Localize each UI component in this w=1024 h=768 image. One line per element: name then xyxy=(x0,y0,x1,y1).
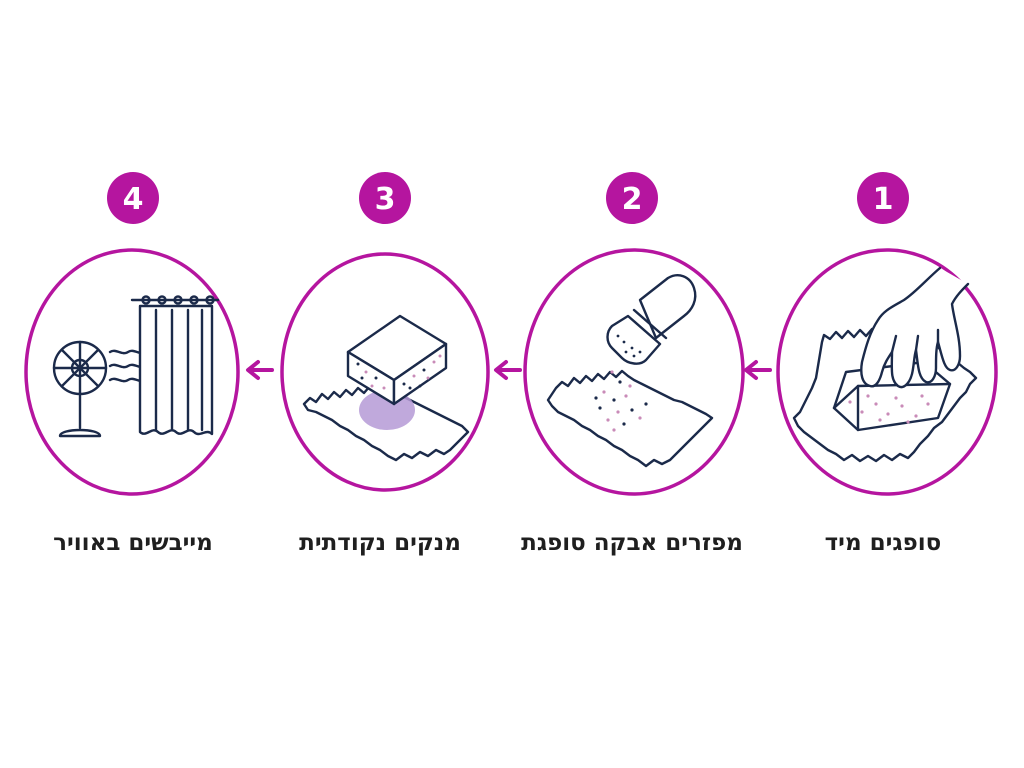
step-3-number: 3 xyxy=(375,182,396,217)
powder-shaker-icon xyxy=(546,274,714,468)
arrow-step-1-to-2 xyxy=(744,360,772,380)
hand-pressing-sponge-icon xyxy=(792,266,978,463)
step-3-number-badge xyxy=(359,172,411,224)
step-3-label: מנקים נקודתית xyxy=(299,530,461,556)
step-3: 3 מנקים נקודתית xyxy=(280,172,490,556)
step-4-number: 4 xyxy=(123,182,144,217)
sponge-pores xyxy=(356,354,442,390)
powder-particles xyxy=(594,370,648,432)
step-4-label: מייבשים באוויר xyxy=(53,530,213,556)
step-2-label: מפזרים אבקה סופגת xyxy=(521,530,743,556)
curtain-icon xyxy=(138,304,214,436)
sponge-specks xyxy=(848,394,930,424)
step-1: 1 סופגים מיד xyxy=(776,172,998,556)
step-2-number: 2 xyxy=(622,182,643,217)
shaker-holes xyxy=(616,334,642,358)
step-1-number-badge xyxy=(857,172,909,224)
step-1-label: סופגים מיד xyxy=(825,530,942,556)
step-2: 2 מפזרים אבקה סופגת xyxy=(521,172,745,556)
arrow-step-3-to-4 xyxy=(246,360,274,380)
fan-grille xyxy=(52,340,108,396)
curtain-rings xyxy=(141,295,215,305)
curtain-folds xyxy=(154,308,204,432)
step-1-number: 1 xyxy=(873,182,894,217)
step-4: 4 xyxy=(24,172,240,556)
fan-and-curtain-icon xyxy=(52,295,220,438)
step-4-number-badge xyxy=(107,172,159,224)
step-2-number-badge xyxy=(606,172,658,224)
sponge-on-stain-icon xyxy=(302,314,470,462)
arrow-step-2-to-3 xyxy=(494,360,522,380)
